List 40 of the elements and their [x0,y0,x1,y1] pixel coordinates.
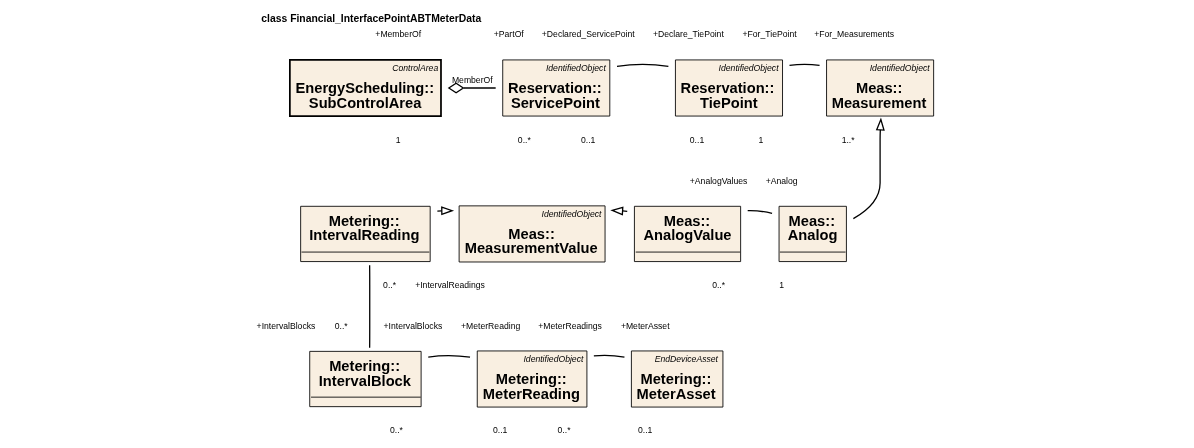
label: +For_TiePoint [742,29,797,40]
label: +MeterReading [460,321,520,332]
label: +MeterReadings [537,321,602,332]
edge-label: MemberOf [451,74,493,85]
label: 0..1 [637,424,652,435]
label: 1..* [841,134,855,145]
label: 1 [395,134,401,145]
label: +Declared_ServicePoint [541,29,635,40]
connector [746,209,773,215]
arrow [609,206,628,216]
label: 0..* [382,279,396,290]
connector [447,82,496,94]
label: 1 [778,279,784,290]
label: 0..1 [492,424,507,435]
connector [427,355,471,358]
label: 0..* [557,424,571,435]
label: 0..1 [689,134,704,145]
diagram-title: class Financial_InterfacePointABTMeterData [260,13,481,25]
label: +MemberOf [374,29,421,40]
label: +MeterAsset [620,321,670,332]
connector [592,354,625,358]
label: 0..1 [580,134,595,145]
label: 1 [758,134,763,145]
label: 0..* [334,321,348,332]
label: 0..* [389,424,403,435]
label: +Declare_TiePoint [652,29,724,40]
label: 0..* [517,134,531,145]
label: +AnalogValues [689,176,747,187]
label: +IntervalBlocks [383,321,442,332]
connector [788,63,820,66]
label: +IntervalBlocks [256,321,315,332]
arrow [852,117,885,220]
arrow [436,206,454,216]
label: +For_Measurements [813,29,894,40]
label: +IntervalReadings [414,279,485,290]
label: +Analog [765,176,798,187]
label: 0..* [711,279,725,290]
label: +PartOf [493,29,524,40]
connector [615,63,669,68]
connector [368,264,370,349]
